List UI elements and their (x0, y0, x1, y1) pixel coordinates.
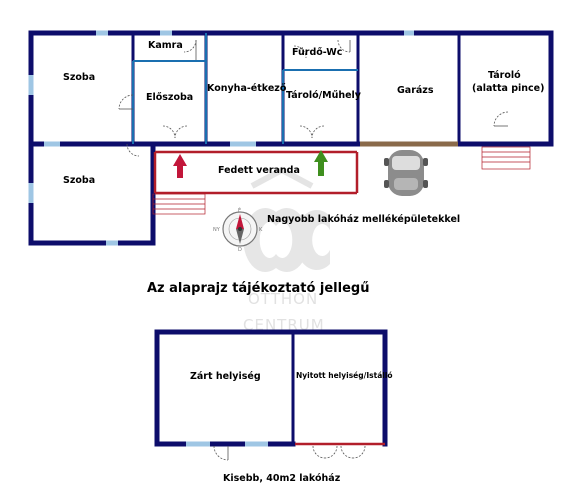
watermark-line1: OTTHON (248, 290, 318, 308)
small-building-walls (154, 329, 388, 447)
room-zart: Zárt helyiség (190, 371, 261, 382)
small-building-doors (213, 445, 366, 461)
arrow-up-icon (173, 154, 187, 178)
room-tarolo-pince-2: (alatta pince) (472, 83, 544, 94)
watermark-logo-roof (250, 166, 314, 189)
windows (28, 30, 414, 246)
compass-west: NY (213, 227, 221, 233)
compass-icon: É K D NY (213, 206, 263, 253)
car-icon (384, 150, 428, 196)
interior-walls (132, 33, 358, 144)
watermark-logo-c (294, 210, 330, 270)
room-fedett-veranda: Fedett veranda (218, 165, 300, 176)
room-nyitott: Nyitott helyiség/Istálló (296, 371, 393, 380)
room-furdo: Fürdő-Wc (292, 47, 342, 58)
room-tarolo-muhely: Tároló/Műhely (286, 90, 362, 101)
caption-small-building: Kisebb, 40m2 lakóház (223, 473, 341, 484)
compass-south: D (238, 247, 242, 253)
room-konyha: Konyha-étkező (207, 83, 287, 94)
doors (118, 39, 509, 157)
watermark: OTTHON CENTRUM (243, 166, 330, 334)
room-tarolo-pince-1: Tároló (488, 70, 521, 81)
compass-east: K (259, 227, 263, 233)
arrow-up-icon (314, 150, 328, 176)
room-kamra: Kamra (148, 40, 183, 51)
room-szoba-bottom: Szoba (63, 175, 95, 186)
disclaimer-note: Az alaprajz tájékoztató jellegű (147, 281, 369, 296)
watermark-logo-o (243, 207, 309, 272)
room-garazs: Garázs (397, 85, 434, 96)
veranda-outline (153, 150, 359, 195)
veranda-steps (152, 193, 206, 215)
room-eloszoba: Előszoba (146, 92, 193, 103)
storage-steps (481, 146, 531, 170)
room-szoba-top: Szoba (63, 72, 95, 83)
caption-main-building: Nagyobb lakóház melléképületekkel (267, 214, 460, 225)
compass-north: É (238, 206, 241, 214)
